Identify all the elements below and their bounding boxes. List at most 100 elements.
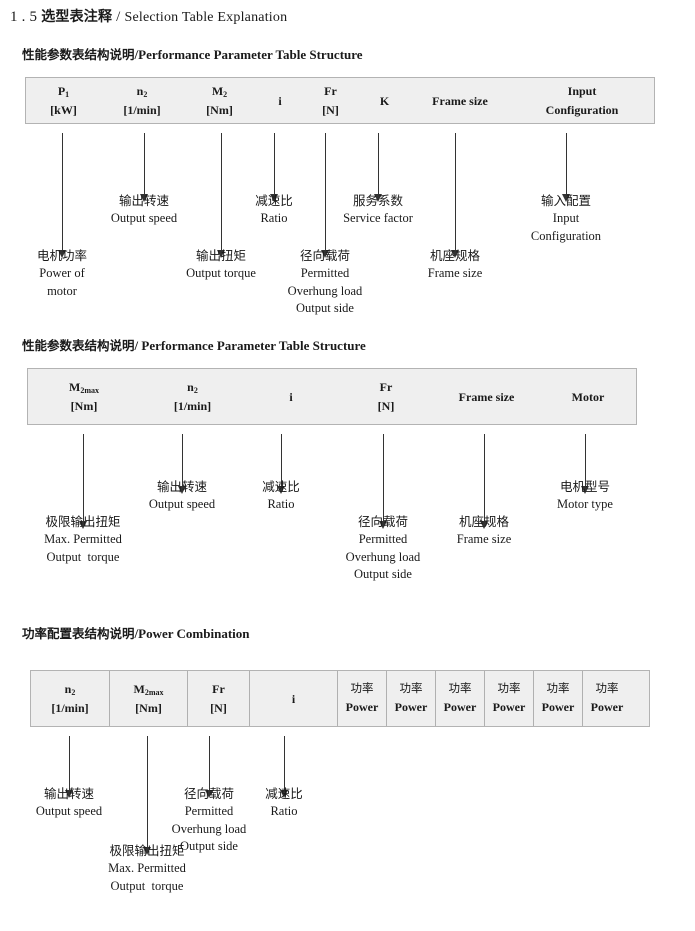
annotation-label-en: Output torque (186, 265, 256, 280)
annotation-label-en: Output torque (110, 878, 184, 893)
annotation-arrow (205, 736, 213, 798)
annotation-label-cn: 径向载荷 (357, 514, 408, 529)
section-heading-2: 性能参数表结构说明/ Performance Parameter Table S… (22, 335, 366, 354)
cell-symbol: M2 (211, 83, 228, 99)
cell-unit: Power (394, 700, 428, 715)
cell-symbol: Motor (571, 390, 605, 405)
annotation-label-cn: 机座规格 (429, 248, 480, 263)
annotation-arrow (581, 434, 589, 494)
cell-symbol: M2max (133, 681, 164, 697)
annotation-label-cn: 极限输出扭矩 (109, 843, 185, 858)
section-heading-3-sep: / (134, 626, 139, 641)
table-header-cell: Frame size (412, 78, 508, 123)
cell-symbol: Frame size (458, 390, 515, 405)
annotation-label-cn: 减速比 (262, 479, 300, 494)
section-heading-1-en: Performance Parameter Table Structure (138, 47, 363, 62)
cell-unit: Configuration (545, 102, 619, 117)
annotation-arrow (379, 434, 387, 529)
annotation-label-en: Overhung load (171, 821, 247, 836)
annotation-arrow (280, 736, 288, 798)
annotation-label-cn: 减速比 (265, 786, 303, 801)
annotation-label-en: Frame size (456, 531, 512, 546)
page-title: 1 . 5 选型表注释 / Selection Table Explanatio… (10, 6, 287, 26)
section-heading-1: 性能参数表结构说明/Performance Parameter Table St… (22, 44, 363, 63)
annotation-arrow (65, 736, 73, 798)
annotation-label-cn: 极限输出扭矩 (45, 514, 121, 529)
cell-unit: [Nm] (135, 700, 162, 715)
cell-unit: Power (443, 700, 477, 715)
section-heading-2-cn: 性能参数表结构说明 (22, 338, 135, 353)
page-title-en: Selection Table Explanation (124, 10, 288, 25)
section-heading-3-cn: 功率配置表结构说明 (22, 626, 135, 641)
annotation-label-en: Configuration (530, 228, 602, 243)
cell-unit: [Nm] (70, 398, 98, 413)
annotation-label-en: Max. Permitted (108, 860, 186, 875)
annotation-label-cn: 服务系数 (352, 193, 403, 208)
cell-unit: Power (541, 700, 575, 715)
annotation-label-cn: 输出转速 (156, 479, 207, 494)
annotation-label-en: Output speed (110, 210, 178, 225)
table-header-cell: Fr[N] (337, 369, 435, 424)
annotation-label-cn: 电机功率 (36, 248, 87, 263)
cell-symbol: i (278, 94, 282, 109)
annotation-label-en: Output side (296, 301, 354, 316)
cell-symbol: Fr (324, 83, 337, 98)
cell-unit: [1/min] (123, 102, 161, 117)
annotation-arrow (178, 434, 186, 494)
annotation-arrow (270, 133, 278, 202)
annotation-arrow (321, 133, 329, 258)
annotation-label-cn: 径向载荷 (183, 786, 234, 801)
annotation-label: 减速比 Ratio (171, 478, 391, 514)
annotation-label-cn: 径向载荷 (299, 248, 350, 263)
annotation-label-en: Output speed (148, 496, 216, 511)
annotation-label-en: Input (552, 210, 580, 225)
table-header-cell: M2max [Nm] (28, 369, 140, 424)
cell-symbol: i (289, 390, 293, 405)
table-header-cell: M2max [Nm] (109, 671, 187, 726)
cell-symbol: n2 (64, 681, 76, 697)
cell-symbol: M2max (69, 379, 99, 395)
cell-subscript: 1 (65, 89, 70, 99)
annotation-label-en: Output side (180, 839, 238, 854)
annotation-label-cn: 减速比 (255, 193, 293, 208)
cell-symbol-cn: 功率 (595, 681, 619, 696)
cell-unit: [1/min] (51, 700, 89, 715)
annotation-label-en: Ratio (267, 496, 295, 511)
cell-symbol-cn: 功率 (448, 681, 472, 696)
annotation-label-en: Power of (39, 265, 85, 280)
cell-unit: [Nm] (206, 102, 233, 117)
annotation-label: 服务系数 Service factor (268, 192, 488, 228)
cell-symbol: n2 (187, 379, 198, 395)
cell-unit: [kW] (50, 102, 77, 117)
page-title-separator: / (116, 9, 121, 25)
annotation-label-en: Ratio (260, 210, 288, 225)
table-header-cell: P1[kW] (26, 78, 101, 123)
annotation-arrow (217, 133, 225, 258)
annotation-arrow (374, 133, 382, 202)
annotation-label-cn: 电机型号 (559, 479, 610, 494)
cell-symbol-cn: 功率 (350, 681, 374, 696)
cell-unit: [N] (322, 102, 339, 117)
cell-unit: Power (492, 700, 526, 715)
annotation-label-cn: 输出转速 (118, 193, 169, 208)
table-header-cell: Motor (538, 369, 638, 424)
cell-symbol: K (379, 94, 390, 109)
annotation-arrow (79, 434, 87, 529)
section-heading-2-sep: / (134, 338, 139, 353)
annotation-label-en: Permitted (300, 265, 350, 280)
cell-unit: Power (345, 700, 379, 715)
annotation-label-en: Permitted (358, 531, 408, 546)
cell-symbol: Fr (379, 379, 393, 394)
annotation-label-en: Service factor (343, 210, 413, 225)
